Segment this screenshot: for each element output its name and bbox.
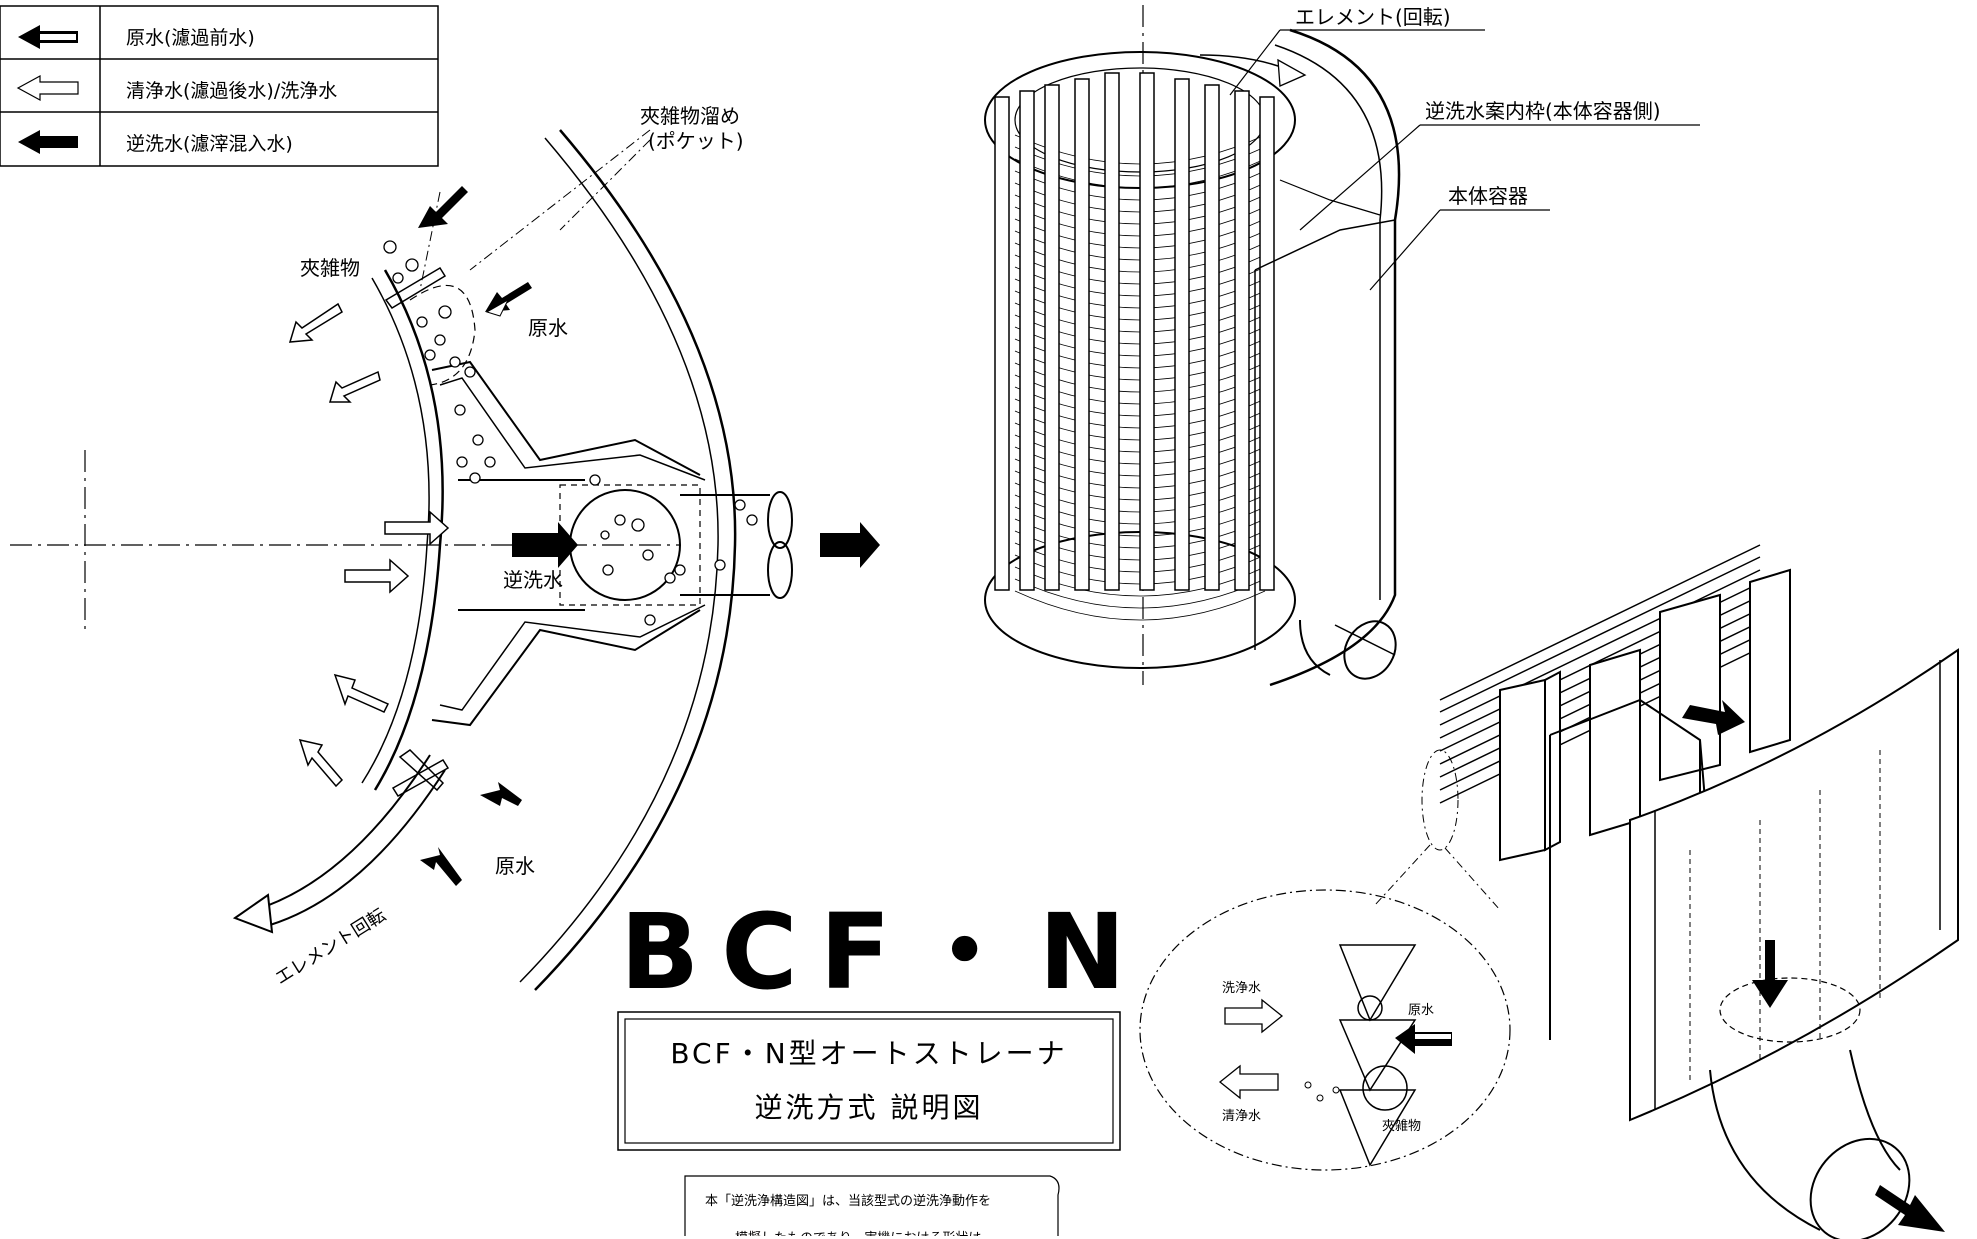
- element-vertical-bar: [1174, 78, 1190, 591]
- detail-raw-water-label: 原水: [1408, 1003, 1434, 1018]
- legend-label-raw-water: 原水(濾過前水): [126, 27, 255, 49]
- legend: 原水(濾過前水) 清浄水(濾過後水)/洗浄水 逆洗水(濾滓混入水): [0, 5, 439, 167]
- black-arrow-left-icon: [18, 130, 78, 154]
- black-outline-arrow-left-icon: [18, 25, 78, 49]
- element-vertical-bar: [1074, 78, 1090, 591]
- guide-frame-label: 逆洗水案内枠(本体容器側): [1425, 99, 1661, 123]
- element-vertical-bar: [1139, 72, 1155, 591]
- note-line-1: 本「逆洗浄構造図」は、当該型式の逆洗浄動作を: [705, 1193, 991, 1209]
- white-arrow-left-icon: [16, 74, 79, 102]
- backwash-water-label: 逆洗水: [503, 568, 563, 592]
- pocket-label-2: (ポケット): [648, 129, 744, 153]
- detail-circle-labels: 洗浄水 原水 清浄水 夾雑物: [1222, 981, 1434, 1134]
- note-card: 本「逆洗浄構造図」は、当該型式の逆洗浄動作を 模擬したものであり、実機における形…: [684, 1175, 1060, 1239]
- left-diagram-labels: 夾雑物溜め (ポケット) 夾雑物 原水 逆洗水 原水 エレメント回転: [272, 104, 744, 989]
- element-vertical-bar: [1044, 84, 1060, 591]
- legend-label-clean-water: 清浄水(濾過後水)/洗浄水: [126, 80, 337, 102]
- title-block: BCF・N BCF・N型オートストレーナ 逆洗方式 説明図: [617, 891, 1148, 1151]
- detail-clean-water-label: 清浄水: [1222, 1109, 1261, 1124]
- element-cylinder-illustration: [984, 5, 1700, 687]
- isometric-backwash-guide-illustration: [1374, 544, 1959, 1239]
- detail-wash-water-label: 洗浄水: [1222, 981, 1261, 996]
- legend-label-backwash-water: 逆洗水(濾滓混入水): [126, 133, 293, 155]
- element-vertical-bar: [1104, 72, 1120, 591]
- element-label: エレメント(回転): [1295, 5, 1451, 29]
- body-container-label: 本体容器: [1448, 184, 1528, 208]
- detail-zoom-circle: [1139, 889, 1511, 1171]
- element-vertical-bar: [1204, 84, 1220, 591]
- note-line-2: 模擬したものであり、実機における形状は: [735, 1230, 981, 1239]
- element-vertical-bar: [994, 96, 1010, 591]
- element-vertical-bar: [1259, 96, 1275, 591]
- pocket-label-1: 夾雑物溜め: [640, 104, 740, 128]
- title-line-2: 逆洗方式 説明図: [755, 1091, 984, 1124]
- element-vertical-bar: [1234, 90, 1250, 591]
- title-line-1: BCF・N型オートストレーナ: [670, 1037, 1067, 1070]
- big-title: BCF・N: [620, 891, 1148, 1013]
- element-wire-ring: [1014, 578, 1266, 609]
- raw-water-label-top: 原水: [528, 316, 568, 340]
- element-wire-ring: [1014, 590, 1266, 621]
- left-section-diagram: [10, 129, 880, 991]
- top-right-labels: エレメント(回転) 逆洗水案内枠(本体容器側) 本体容器: [1295, 5, 1661, 208]
- detail-debris-label: 夾雑物: [1382, 1118, 1421, 1134]
- raw-water-label-bottom: 原水: [495, 854, 535, 878]
- element-vertical-bar: [1019, 90, 1035, 591]
- debris-label: 夾雑物: [300, 256, 360, 280]
